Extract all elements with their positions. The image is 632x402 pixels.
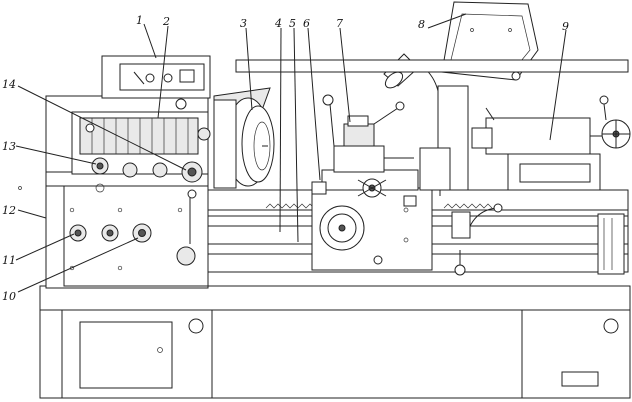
- callout-5: 5: [289, 17, 296, 30]
- callout-8: 8: [418, 18, 425, 31]
- callout-4: 4: [274, 17, 282, 30]
- lead-screw-bracket: [451, 203, 625, 276]
- callout-14: 14: [2, 78, 16, 91]
- carriage-apron: [311, 169, 433, 271]
- leader-lines: [15, 13, 567, 293]
- callout-7: 7: [336, 17, 343, 30]
- rear-rail: [235, 59, 629, 191]
- callout-10: 10: [2, 290, 16, 303]
- callout-labels: 1 2 3 4 5 6 7 8 9 10 11 12 13 14: [2, 14, 569, 303]
- feed-gearbox-knobs: [69, 189, 197, 266]
- tool-post: [322, 94, 414, 173]
- callout-12: 12: [2, 204, 16, 217]
- tailstock: [471, 95, 631, 191]
- callout-11: 11: [2, 254, 16, 267]
- electrical-control-box: [101, 55, 211, 99]
- lathe-base: [39, 285, 631, 399]
- callout-13: 13: [2, 140, 16, 153]
- spindle-chuck: [213, 87, 275, 189]
- callout-2: 2: [162, 15, 170, 28]
- callout-1: 1: [136, 14, 143, 27]
- callout-6: 6: [303, 17, 310, 30]
- callout-3: 3: [240, 17, 247, 30]
- callout-9: 9: [562, 20, 569, 33]
